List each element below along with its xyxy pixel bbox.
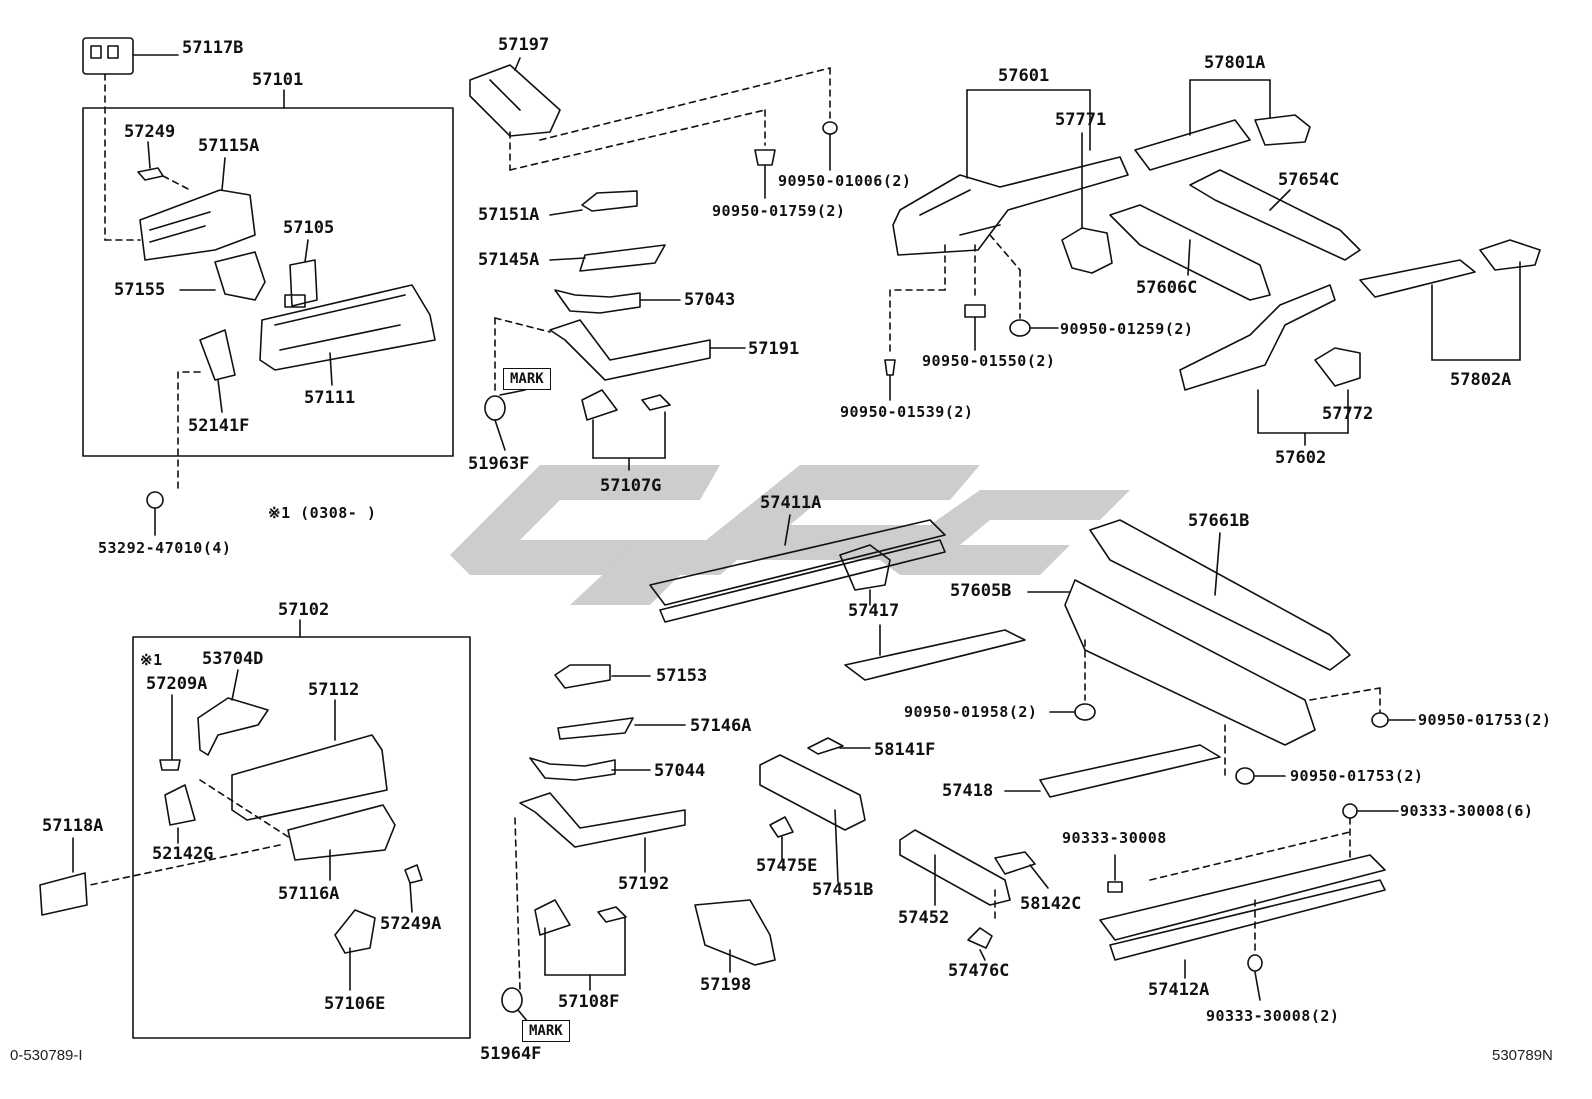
label-57102: 57102 (278, 600, 330, 620)
label-57151A: 57151A (478, 205, 540, 225)
label-90950-01006: 90950-01006(2) (778, 172, 912, 190)
label-90950-01259: 90950-01259(2) (1060, 320, 1194, 338)
label-57411A: 57411A (760, 493, 822, 513)
watermark-logo (450, 465, 1130, 605)
label-57197: 57197 (498, 35, 550, 55)
label-57417: 57417 (848, 601, 900, 621)
label-57155: 57155 (114, 280, 166, 300)
label-90950-01958: 90950-01958(2) (904, 703, 1038, 721)
label-57452: 57452 (898, 908, 950, 928)
label-90950-01753-lower: 90950-01753(2) (1290, 767, 1424, 785)
label-57198: 57198 (700, 975, 752, 995)
label-57116A: 57116A (278, 884, 340, 904)
label-90950-01550: 90950-01550(2) (922, 352, 1056, 370)
label-57772: 57772 (1322, 404, 1374, 424)
footer-right-code: 530789N (1492, 1047, 1553, 1064)
label-57044: 57044 (654, 761, 706, 781)
label-57476C: 57476C (948, 961, 1010, 981)
label-57451B: 57451B (812, 880, 874, 900)
label-52141F: 52141F (188, 416, 250, 436)
label-57145A: 57145A (478, 250, 540, 270)
label-57043: 57043 (684, 290, 736, 310)
label-90950-01753-right: 90950-01753(2) (1418, 711, 1552, 729)
label-57192: 57192 (618, 874, 670, 894)
label-57475E: 57475E (756, 856, 818, 876)
label-58141F: 58141F (874, 740, 936, 760)
label-57606C: 57606C (1136, 278, 1198, 298)
group-box-57102 (132, 636, 471, 1039)
label-57107G: 57107G (600, 476, 662, 496)
label-57249: 57249 (124, 122, 176, 142)
label-57602: 57602 (1275, 448, 1327, 468)
label-53704D: 53704D (202, 649, 264, 669)
mark-tag-lower: MARK (522, 1020, 570, 1042)
label-90333-30008-6: 90333-30008(6) (1400, 802, 1534, 820)
footer-left-code: 0-530789-I (10, 1047, 83, 1064)
label-90950-01759: 90950-01759(2) (712, 202, 846, 220)
label-51963F: 51963F (468, 454, 530, 474)
label-57605B: 57605B (950, 581, 1012, 601)
mark-tag-upper: MARK (503, 368, 551, 390)
label-57101: 57101 (252, 70, 304, 90)
label-90333-30008: 90333-30008 (1062, 829, 1167, 847)
label-57108F: 57108F (558, 992, 620, 1012)
label-57117B: 57117B (182, 38, 244, 58)
label-57249A: 57249A (380, 914, 442, 934)
label-57111: 57111 (304, 388, 356, 408)
label-57146A: 57146A (690, 716, 752, 736)
label-57105: 57105 (283, 218, 335, 238)
label-57191: 57191 (748, 339, 800, 359)
label-58142C: 58142C (1020, 894, 1082, 914)
note-1-date: ※1 (0308- ) (268, 504, 377, 522)
label-57771: 57771 (1055, 110, 1107, 130)
group-box-57101 (82, 107, 454, 457)
label-57106E: 57106E (324, 994, 386, 1014)
label-57661B: 57661B (1188, 511, 1250, 531)
label-57802A: 57802A (1450, 370, 1512, 390)
label-57115A: 57115A (198, 136, 260, 156)
label-53292-47010: 53292-47010(4) (98, 539, 232, 557)
label-57654C: 57654C (1278, 170, 1340, 190)
label-57153: 57153 (656, 666, 708, 686)
label-57601: 57601 (998, 66, 1050, 86)
note-1-marker: ※1 (140, 651, 163, 669)
label-57209A: 57209A (146, 674, 208, 694)
label-52142G: 52142G (152, 844, 214, 864)
label-57801A: 57801A (1204, 53, 1266, 73)
label-57112: 57112 (308, 680, 360, 700)
label-90950-01539: 90950-01539(2) (840, 403, 974, 421)
label-90333-30008-2: 90333-30008(2) (1206, 1007, 1340, 1025)
part-57117B (82, 37, 179, 241)
label-57118A: 57118A (42, 816, 104, 836)
label-57412A: 57412A (1148, 980, 1210, 1000)
label-51964F: 51964F (480, 1044, 542, 1064)
label-57418: 57418 (942, 781, 994, 801)
